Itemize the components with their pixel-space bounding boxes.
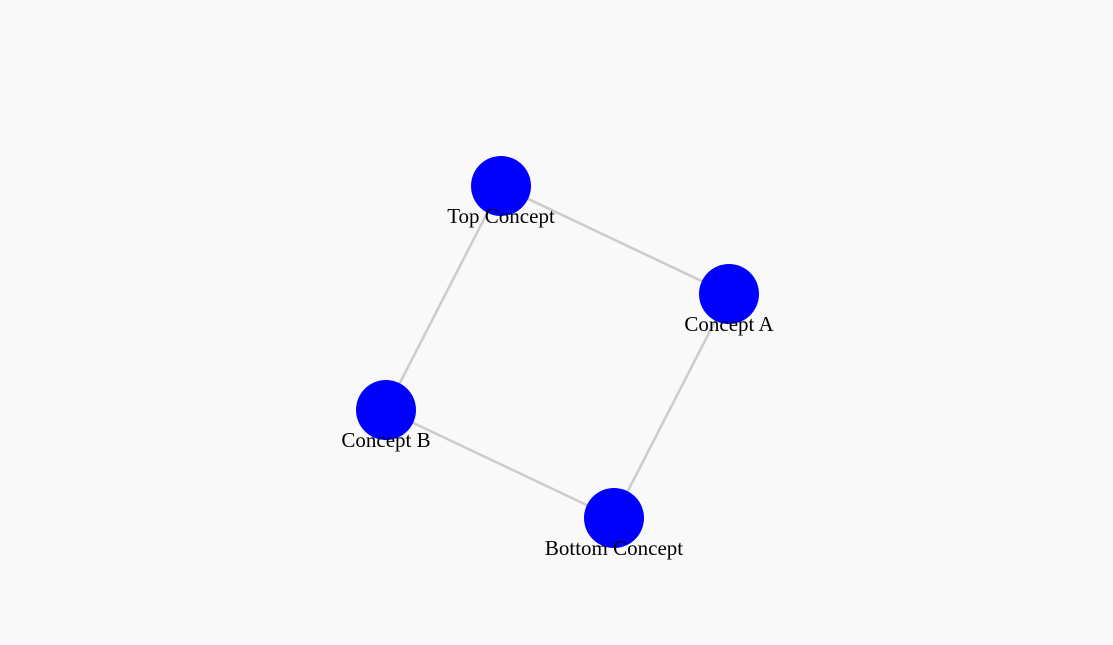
edge-top-a: [500, 184, 730, 296]
edge-b-bottom: [385, 408, 615, 520]
node-circle[interactable]: [356, 380, 416, 440]
edge-a-bottom: [612, 293, 731, 519]
edges-layer: [384, 184, 731, 520]
node-label: Concept B: [341, 428, 430, 452]
node-circle[interactable]: [699, 264, 759, 324]
edge-top-b: [384, 185, 503, 411]
node-top[interactable]: Top Concept: [447, 156, 555, 228]
node-b[interactable]: Concept B: [341, 380, 431, 452]
node-label: Bottom Concept: [545, 536, 683, 560]
node-a[interactable]: Concept A: [684, 264, 774, 336]
node-circle[interactable]: [471, 156, 531, 216]
node-label: Top Concept: [447, 204, 555, 228]
node-label: Concept A: [684, 312, 774, 336]
node-bottom[interactable]: Bottom Concept: [545, 488, 683, 560]
node-circle[interactable]: [584, 488, 644, 548]
